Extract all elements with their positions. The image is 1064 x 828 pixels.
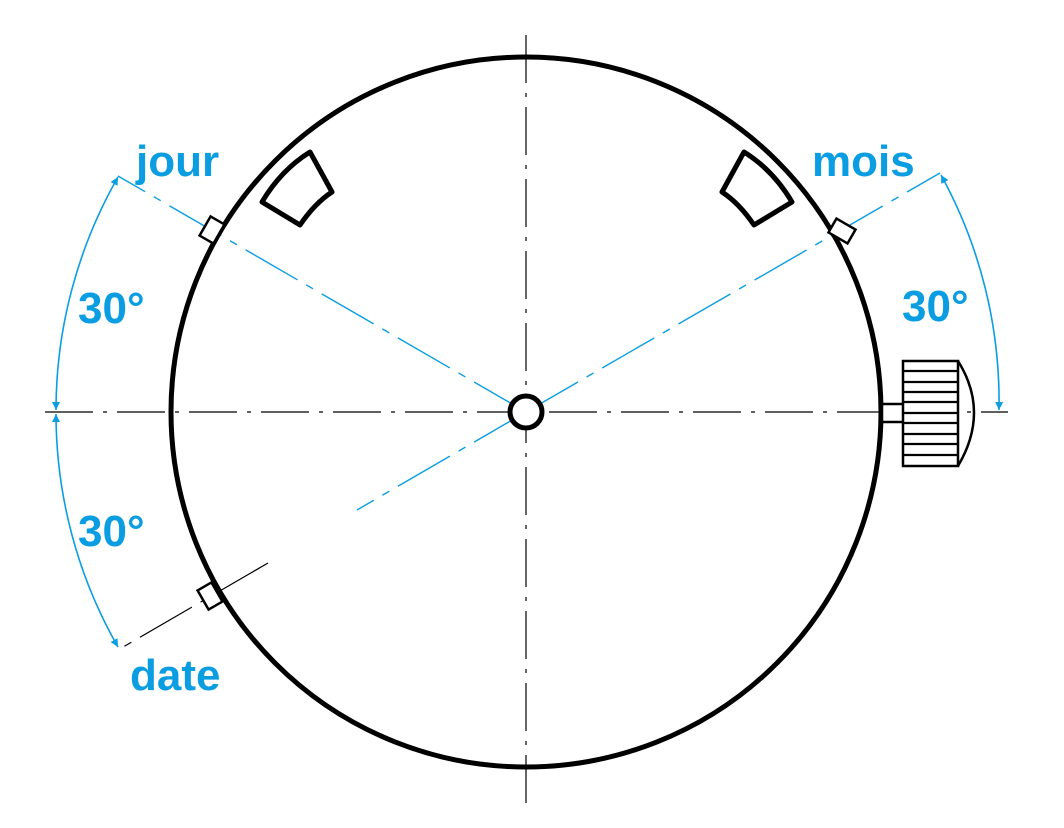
date-axis-inner-line [356, 411, 527, 511]
crown-stem [880, 402, 906, 424]
position-lines [117, 172, 941, 651]
mois-axis-line [525, 172, 941, 413]
jour-angle-arc [52, 176, 119, 411]
right-window-aperture [719, 149, 795, 228]
mois-angle-arc [940, 174, 1004, 411]
center-hole [507, 393, 545, 431]
label-date: date [130, 651, 220, 700]
crown-cap [956, 360, 976, 467]
label-jour: jour [135, 137, 219, 186]
date-pusher [195, 580, 225, 612]
mois-pusher [826, 216, 858, 246]
jour-axis-line [117, 175, 527, 413]
date-angle-arc [52, 413, 119, 648]
jour-pusher [197, 214, 227, 246]
label-angle-left-upper: 30° [78, 284, 145, 333]
left-window-aperture [259, 149, 335, 228]
label-angle-left-lower: 30° [78, 507, 145, 556]
date-axis-line [117, 562, 269, 651]
label-angle-right-upper: 30° [902, 282, 969, 331]
crown [880, 359, 976, 468]
label-mois: mois [812, 137, 915, 186]
dimension-arcs [52, 174, 1004, 648]
